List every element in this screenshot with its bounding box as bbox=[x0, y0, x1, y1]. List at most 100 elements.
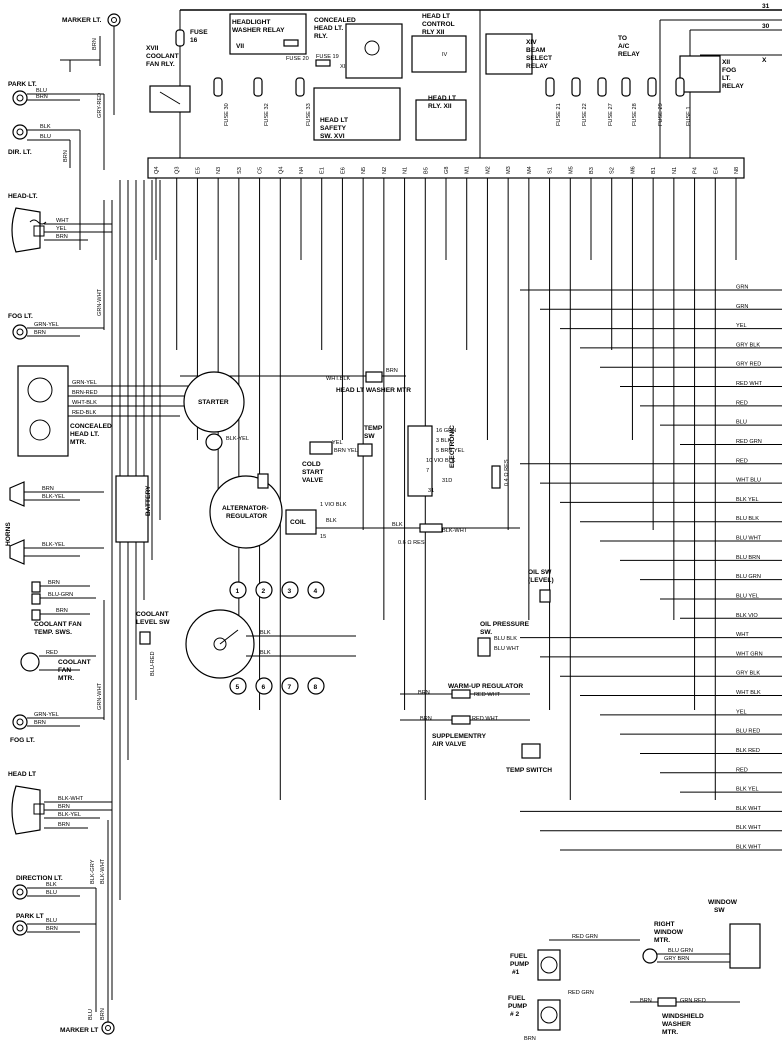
svg-text:RED GRN: RED GRN bbox=[568, 990, 594, 996]
bus-numbers: 31 30 X bbox=[762, 3, 770, 64]
svg-text:BLK: BLK bbox=[260, 650, 271, 656]
svg-text:RED WHT: RED WHT bbox=[474, 692, 501, 698]
svg-text:COOLANT: COOLANT bbox=[146, 53, 179, 60]
svg-text:HEAD LT: HEAD LT bbox=[8, 771, 36, 778]
svg-text:SELECT: SELECT bbox=[526, 55, 552, 62]
svg-text:MTR.: MTR. bbox=[654, 937, 670, 944]
svg-text:BLK: BLK bbox=[326, 518, 337, 524]
marker-lt-top: MARKER LT. BRN bbox=[60, 13, 121, 115]
spark-plug-number: 8 bbox=[314, 684, 318, 691]
svg-text:BRN: BRN bbox=[58, 822, 70, 828]
park-lt-bottom: PARK LT BLU BRN bbox=[12, 913, 96, 936]
fuse bbox=[597, 77, 607, 97]
windshield-washer-mtr: BRN GRN RED WINDSHIELD WASHER MTR. bbox=[630, 997, 740, 1036]
svg-text:OIL SW: OIL SW bbox=[528, 569, 552, 576]
spark-plug bbox=[255, 581, 273, 599]
svg-text:IV: IV bbox=[442, 52, 448, 58]
svg-text:RELAY: RELAY bbox=[618, 51, 640, 58]
svg-text:FUSE 20: FUSE 20 bbox=[286, 56, 309, 62]
headlight-washer-relay: HEADLIGHT WASHER RELAY VII FUSE 20 bbox=[229, 13, 309, 62]
svg-text:TEMP SWITCH: TEMP SWITCH bbox=[506, 767, 552, 774]
svg-text:BATTERY: BATTERY bbox=[145, 485, 152, 516]
svg-text:15: 15 bbox=[320, 534, 326, 540]
svg-text:OIL PRESSURE: OIL PRESSURE bbox=[480, 621, 530, 628]
svg-text:BLK-YEL: BLK-YEL bbox=[42, 494, 65, 500]
connector-pin: S2 bbox=[610, 167, 616, 174]
svg-text:XVII: XVII bbox=[146, 45, 159, 52]
svg-text:BLK-WHT: BLK-WHT bbox=[442, 528, 468, 534]
marker-lt-bottom: MARKER LT BLU BRN bbox=[60, 820, 115, 1035]
connector-pin: N8 bbox=[734, 167, 740, 174]
svg-text:GRY BRN: GRY BRN bbox=[664, 956, 689, 962]
svg-text:RED: RED bbox=[46, 650, 58, 656]
fuse bbox=[545, 77, 555, 97]
svg-text:BLK-WHT: BLK-WHT bbox=[100, 858, 106, 884]
svg-text:BRN: BRN bbox=[386, 368, 398, 374]
head-lt-rly-xii: HEAD LT RLY. XII bbox=[415, 95, 467, 141]
svg-text:VII: VII bbox=[236, 43, 244, 50]
svg-text:WINDSHIELD: WINDSHIELD bbox=[662, 1013, 704, 1020]
svg-text:XIV: XIV bbox=[526, 39, 537, 46]
svg-text:GRY-RED: GRY-RED bbox=[97, 93, 103, 118]
svg-text:RLY. XII: RLY. XII bbox=[428, 103, 452, 110]
svg-text:DIR. LT.: DIR. LT. bbox=[8, 149, 32, 156]
svg-text:BLU: BLU bbox=[40, 134, 51, 140]
svg-text:MARKER LT: MARKER LT bbox=[60, 1027, 98, 1034]
connector-pin: Q4 bbox=[278, 167, 284, 174]
svg-text:BLU: BLU bbox=[88, 1009, 94, 1020]
wire-label: RED bbox=[736, 458, 748, 464]
svg-text:COOLANT: COOLANT bbox=[136, 611, 169, 618]
fuel-pump-2: FUEL PUMP # 2 RED GRN BRN bbox=[508, 990, 594, 1042]
svg-text:TO: TO bbox=[618, 35, 627, 42]
right-window-mtr: RIGHT WINDOW MTR. BLU GRN GRY BRN bbox=[642, 921, 730, 964]
svg-text:FUEL: FUEL bbox=[508, 995, 525, 1002]
svg-text:GRN-YEL: GRN-YEL bbox=[34, 712, 59, 718]
svg-text:BRN: BRN bbox=[36, 94, 48, 100]
svg-text:A/C: A/C bbox=[618, 43, 630, 50]
connector-pin: N3 bbox=[216, 167, 222, 174]
fuse-label: FUSE 22 bbox=[582, 103, 588, 126]
warm-up-regulator: WARM-UP REGULATOR BRN RED WHT bbox=[400, 683, 530, 699]
svg-text:STARTER: STARTER bbox=[198, 399, 229, 406]
svg-text:BLU BLK: BLU BLK bbox=[494, 636, 517, 642]
head-lt-top: HEAD-LT. WHT YEL BRN bbox=[8, 193, 112, 253]
wire-label: RED bbox=[736, 767, 748, 773]
wire-label: WHT bbox=[736, 632, 749, 638]
wire-label: RED GRN bbox=[736, 439, 762, 445]
spark-plug bbox=[229, 581, 247, 599]
svg-text:FUEL: FUEL bbox=[510, 953, 527, 960]
connector-pin: G8 bbox=[444, 167, 450, 174]
fuse bbox=[253, 77, 263, 97]
svg-text:BLU GRN: BLU GRN bbox=[668, 948, 693, 954]
svg-text:WARM-UP REGULATOR: WARM-UP REGULATOR bbox=[448, 683, 523, 690]
svg-text:BRN: BRN bbox=[56, 234, 68, 240]
svg-text:WHT: WHT bbox=[56, 218, 69, 224]
spark-plug bbox=[307, 581, 325, 599]
svg-text:YEL: YEL bbox=[56, 226, 67, 232]
wire-label: BLU YEL bbox=[736, 593, 759, 599]
distributor: BLK BLK bbox=[185, 609, 356, 679]
svg-text:WINDOW: WINDOW bbox=[654, 929, 684, 936]
fuse-16: FUSE 16 bbox=[175, 29, 208, 47]
connector-pin: C5 bbox=[258, 167, 264, 174]
svg-text:SW.: SW. bbox=[480, 629, 492, 636]
svg-text:BRN: BRN bbox=[418, 690, 430, 696]
fuse bbox=[571, 77, 581, 97]
svg-text:TEMP: TEMP bbox=[364, 425, 383, 432]
svg-text:BRN: BRN bbox=[63, 150, 69, 162]
svg-text:16 GRN: 16 GRN bbox=[436, 428, 456, 434]
svg-text:GRN-WHT: GRN-WHT bbox=[97, 288, 103, 316]
svg-text:RLY.: RLY. bbox=[314, 33, 328, 40]
svg-text:GRN RED: GRN RED bbox=[680, 998, 706, 1004]
svg-text:START: START bbox=[302, 469, 324, 476]
svg-text:REGULATOR: REGULATOR bbox=[226, 513, 267, 520]
svg-text:RELAY: RELAY bbox=[722, 83, 744, 90]
svg-text:RIGHT: RIGHT bbox=[654, 921, 675, 928]
svg-text:3 BLK: 3 BLK bbox=[436, 438, 452, 444]
spark-plug-number: 4 bbox=[314, 588, 318, 595]
wire-label: GRY BLK bbox=[736, 671, 760, 677]
connector-pin: N1 bbox=[672, 167, 678, 174]
connector-pin: N1 bbox=[403, 167, 409, 174]
